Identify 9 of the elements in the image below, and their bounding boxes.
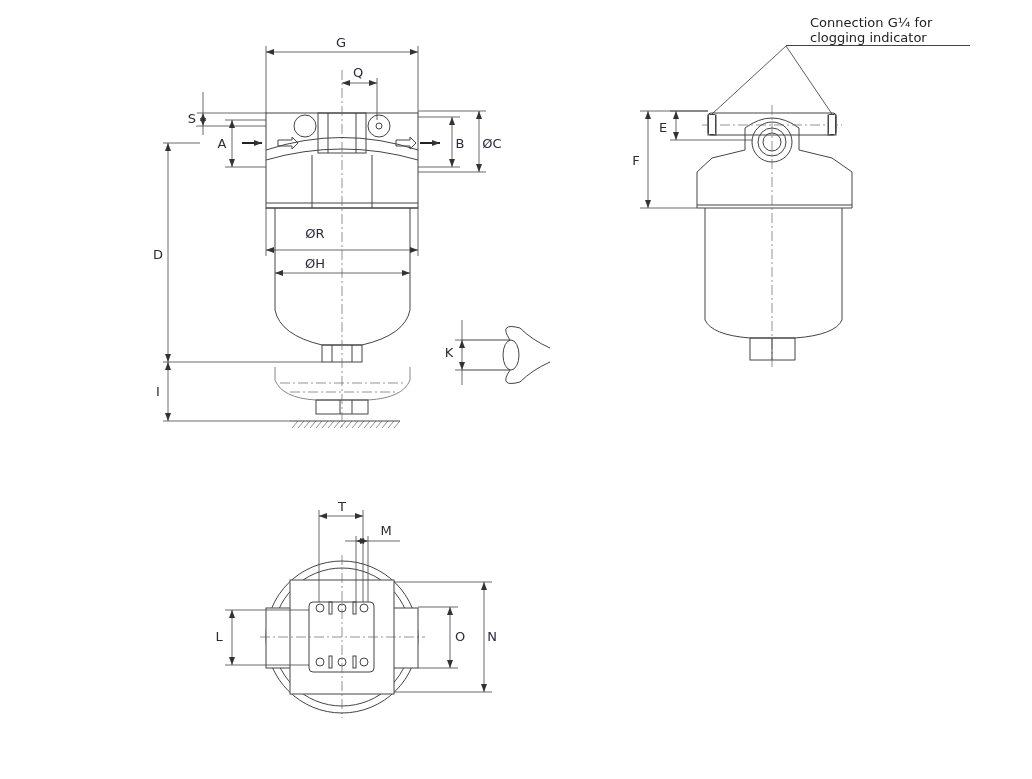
callout-text: Connection G¼ for clogging indicator bbox=[786, 15, 970, 46]
leader-line bbox=[711, 45, 787, 115]
dimension-label: ØH bbox=[304, 255, 326, 271]
dimension-label: ØC bbox=[481, 135, 503, 151]
port-boss bbox=[828, 114, 836, 135]
leader-line bbox=[785, 45, 833, 115]
dimension-label: ØR bbox=[304, 225, 326, 241]
dimension-label: S bbox=[186, 110, 198, 126]
port-boss bbox=[708, 114, 716, 135]
